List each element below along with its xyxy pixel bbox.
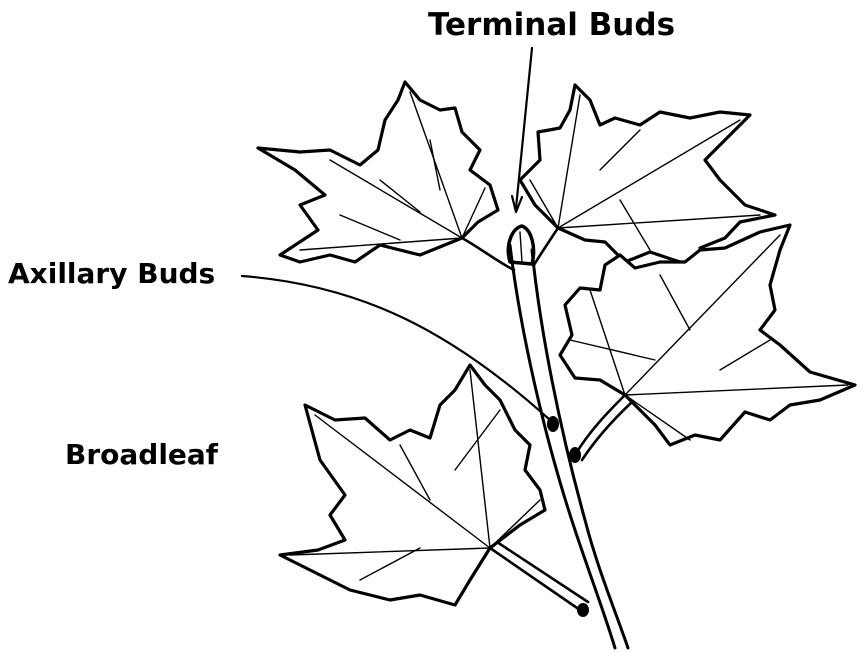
upper-left-leaf [258, 82, 498, 262]
right-petiole [575, 395, 632, 460]
terminal-buds-label: Terminal Buds [428, 10, 675, 41]
right-leaf [560, 225, 855, 445]
lower-left-leaf [280, 365, 545, 605]
lower-petiole [490, 542, 588, 610]
axillary-buds-leader [242, 276, 550, 420]
axillary-buds-label: Axillary Buds [8, 260, 215, 288]
broadleaf-label: Broadleaf [65, 441, 218, 469]
upper-right-leaf [520, 85, 775, 265]
